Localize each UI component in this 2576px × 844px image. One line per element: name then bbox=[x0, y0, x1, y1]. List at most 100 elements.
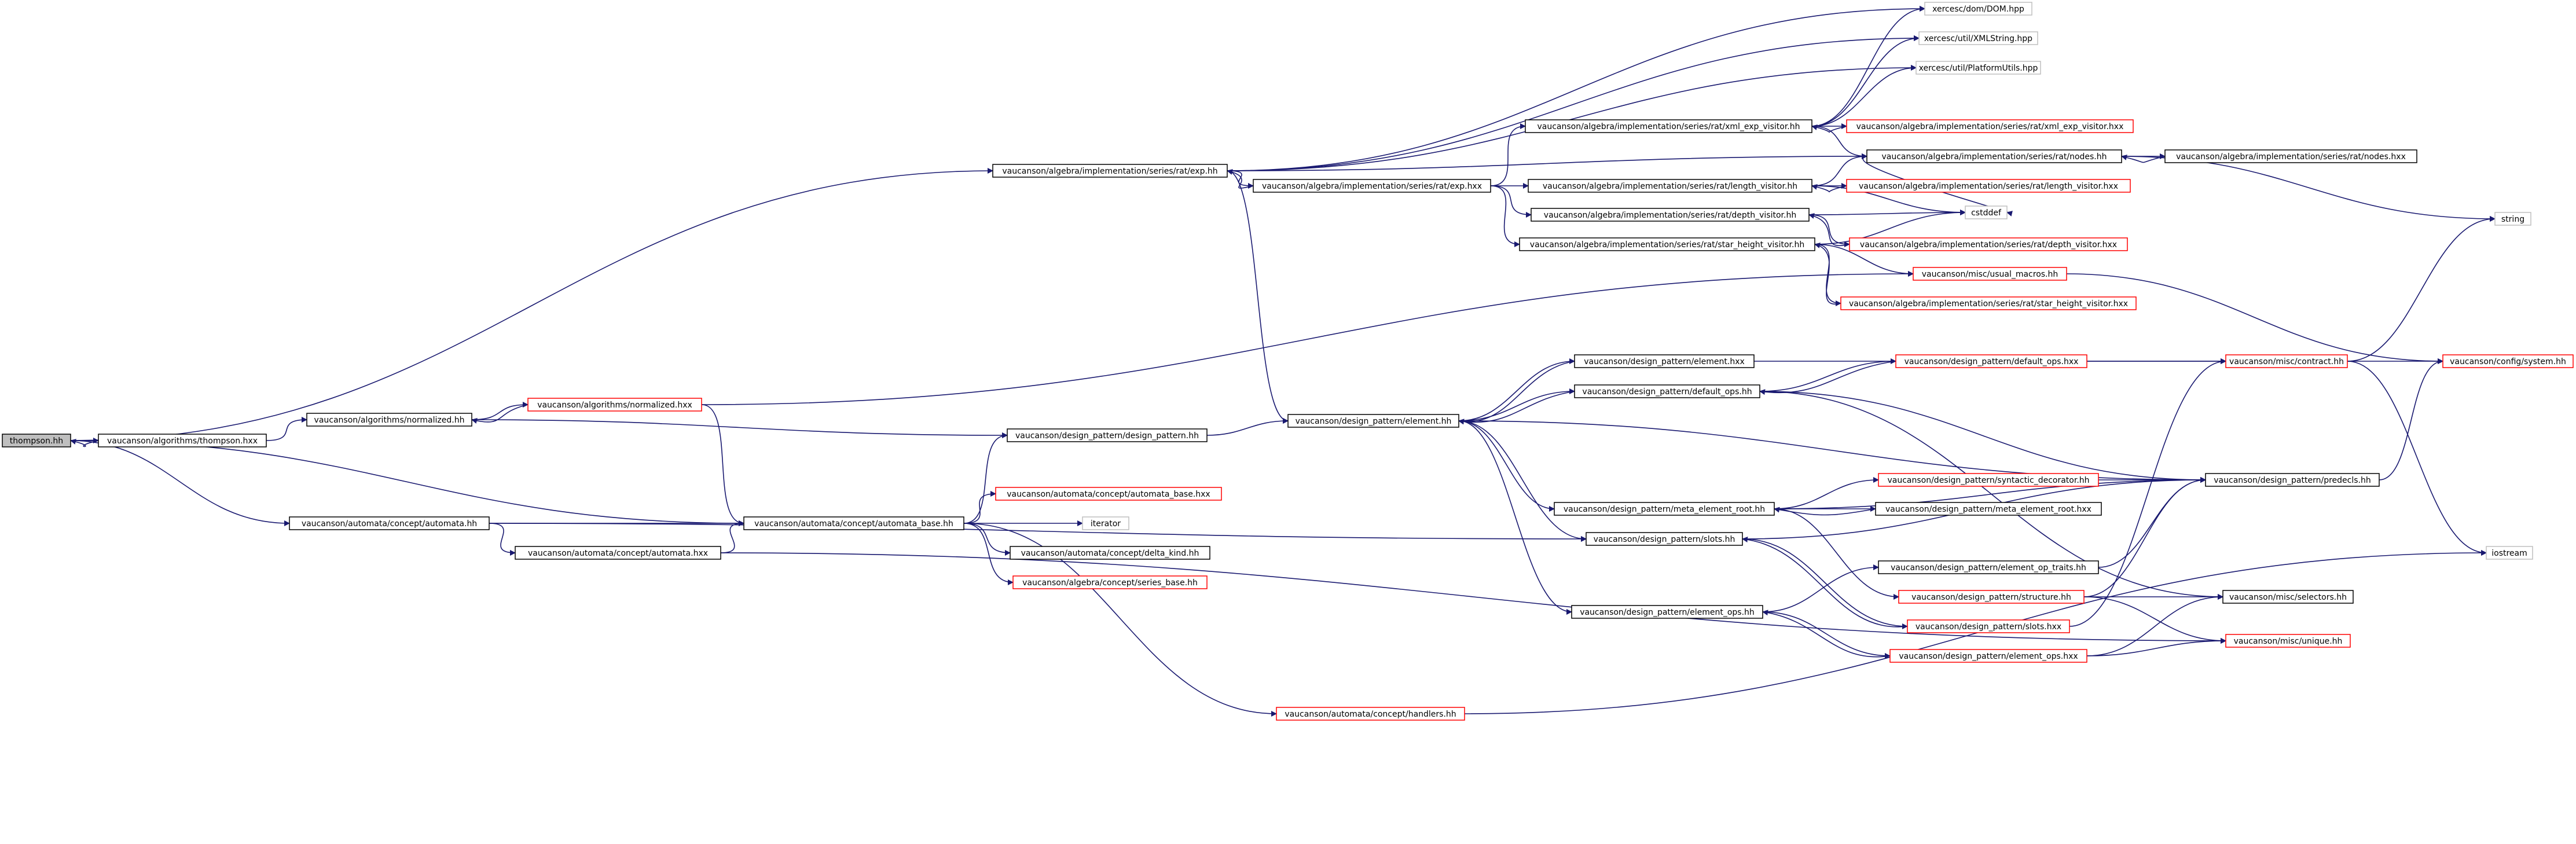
edge-design_pattern_hh-to-element_hh bbox=[1206, 418, 1289, 436]
node-meta-root-hxx[interactable]: vaucanson/design_pattern/meta_element_ro… bbox=[1875, 502, 2102, 516]
node-box bbox=[1875, 502, 2102, 516]
edge-thompson_hh-to-automata_base_hh bbox=[70, 440, 744, 526]
node-element-ops-hh[interactable]: vaucanson/design_pattern/element_ops.hh bbox=[1571, 605, 1763, 619]
node-xml-visitor-hh[interactable]: vaucanson/algebra/implementation/series/… bbox=[1525, 119, 1812, 133]
node-label: xercesc/util/XMLString.hpp bbox=[1924, 34, 2032, 43]
node-depth-visitor-hxx[interactable]: vaucanson/algebra/implementation/series/… bbox=[1849, 237, 2128, 251]
node-box bbox=[1519, 237, 1815, 251]
node-automata-base-hxx[interactable]: vaucanson/automata/concept/automata_base… bbox=[995, 487, 1222, 501]
node-label: vaucanson/design_pattern/default_ops.hxx bbox=[1905, 357, 2079, 366]
edge-star_height_hh-to-usual_macros bbox=[1814, 244, 1914, 277]
node-box bbox=[306, 413, 472, 427]
node-series-base[interactable]: vaucanson/algebra/concept/series_base.hh bbox=[1012, 575, 1208, 589]
node-exp-hxx[interactable]: vaucanson/algebra/implementation/series/… bbox=[1253, 179, 1491, 193]
node-contract[interactable]: vaucanson/misc/contract.hh bbox=[2225, 354, 2348, 368]
edge-element_ops_hxx-to-selectors bbox=[2086, 594, 2223, 656]
node-label: vaucanson/design_pattern/element_op_trai… bbox=[1891, 563, 2086, 573]
node-box bbox=[1878, 560, 2099, 574]
edge-depth_visitor_hxx-to-depth_visitor_hh bbox=[1808, 213, 1850, 247]
edges-layer bbox=[70, 6, 2496, 717]
node-automata-base-hh[interactable]: vaucanson/automata/concept/automata_base… bbox=[743, 516, 964, 530]
edge-element_hh-to-element_ops_hh bbox=[1458, 420, 1572, 615]
node-box bbox=[2442, 354, 2574, 368]
edge-xml_visitor_hh-to-nodes_hh bbox=[1811, 126, 1867, 159]
node-box bbox=[1007, 428, 1208, 442]
node-unique[interactable]: vaucanson/misc/unique.hh bbox=[2225, 634, 2351, 648]
node-label: iterator bbox=[1091, 519, 1121, 529]
node-thompson-hxx[interactable]: vaucanson/algorithms/thompson.hxx bbox=[98, 434, 267, 447]
edge-exp_hh-to-nodes_hh bbox=[1227, 153, 1867, 171]
node-element-hh[interactable]: vaucanson/design_pattern/element.hh bbox=[1287, 414, 1459, 428]
node-label: xercesc/util/PlatformUtils.hpp bbox=[1919, 64, 2038, 73]
node-handlers[interactable]: vaucanson/automata/concept/handlers.hh bbox=[1276, 707, 1465, 721]
edge-xml_visitor_hh-to-xerces_platform bbox=[1811, 65, 1917, 127]
node-xerces-platform: xercesc/util/PlatformUtils.hpp bbox=[1916, 61, 2041, 75]
node-star-height-hh[interactable]: vaucanson/algebra/implementation/series/… bbox=[1519, 237, 1815, 251]
node-label: vaucanson/automata/concept/delta_kind.hh bbox=[1021, 549, 1199, 558]
node-label: vaucanson/misc/selectors.hh bbox=[2229, 593, 2347, 602]
node-structure-hh[interactable]: vaucanson/design_pattern/structure.hh bbox=[1898, 590, 2085, 604]
edge-contract-to-string bbox=[2347, 216, 2496, 362]
node-design-pattern-hh[interactable]: vaucanson/design_pattern/design_pattern.… bbox=[1007, 428, 1208, 442]
node-exp-hh[interactable]: vaucanson/algebra/implementation/series/… bbox=[992, 164, 1228, 178]
node-box bbox=[1889, 649, 2087, 663]
node-label: vaucanson/algebra/implementation/series/… bbox=[2176, 152, 2406, 162]
node-selectors[interactable]: vaucanson/misc/selectors.hh bbox=[2222, 590, 2354, 604]
node-xerces-xmlstring: xercesc/util/XMLString.hpp bbox=[1918, 31, 2038, 45]
node-default-ops-hxx[interactable]: vaucanson/design_pattern/default_ops.hxx bbox=[1895, 354, 2087, 368]
node-meta-root-hh[interactable]: vaucanson/design_pattern/meta_element_ro… bbox=[1554, 502, 1775, 516]
node-usual-macros[interactable]: vaucanson/misc/usual_macros.hh bbox=[1913, 267, 2067, 281]
edge-exp_hxx-to-star_height_hh bbox=[1490, 185, 1520, 247]
node-element-op-traits[interactable]: vaucanson/design_pattern/element_op_trai… bbox=[1878, 560, 2099, 574]
node-box bbox=[995, 487, 1222, 501]
edge-element_ops_hh-to-element_ops_hxx bbox=[1762, 611, 1891, 659]
node-cstddef: cstddef bbox=[1965, 206, 2008, 219]
edge-length_visitor_hh-to-nodes_hh bbox=[1811, 153, 1867, 186]
node-element-ops-hxx[interactable]: vaucanson/design_pattern/element_ops.hxx bbox=[1889, 649, 2087, 663]
node-nodes-hxx[interactable]: vaucanson/algebra/implementation/series/… bbox=[2164, 149, 2417, 163]
node-box bbox=[1528, 179, 1812, 193]
edge-meta_root_hh-to-predecls bbox=[1774, 477, 2206, 509]
node-element-hxx[interactable]: vaucanson/design_pattern/element.hxx bbox=[1574, 354, 1755, 368]
node-nodes-hh[interactable]: vaucanson/algebra/implementation/series/… bbox=[1866, 149, 2122, 163]
node-config-system[interactable]: vaucanson/config/system.hh bbox=[2442, 354, 2574, 368]
edge-meta_root_hh-to-structure_hh bbox=[1774, 508, 1899, 600]
edge-handlers-to-iostream bbox=[1464, 550, 2487, 714]
node-label: vaucanson/design_pattern/meta_element_ro… bbox=[1564, 505, 1765, 514]
node-syntactic-decorator[interactable]: vaucanson/design_pattern/syntactic_decor… bbox=[1878, 473, 2099, 487]
edge-alg_normalized_hxx-to-alg_normalized_hh bbox=[471, 404, 529, 424]
node-automata-hh[interactable]: vaucanson/automata/concept/automata.hh bbox=[289, 516, 490, 530]
node-slots-hxx[interactable]: vaucanson/design_pattern/slots.hxx bbox=[1907, 619, 2070, 633]
node-box bbox=[1525, 119, 1812, 133]
node-label: vaucanson/automata/concept/automata.hxx bbox=[528, 549, 708, 558]
node-slots-hh[interactable]: vaucanson/design_pattern/slots.hh bbox=[1586, 532, 1743, 546]
node-label: iostream bbox=[2491, 549, 2527, 558]
node-delta-kind[interactable]: vaucanson/automata/concept/delta_kind.hh bbox=[1010, 546, 1210, 560]
edge-meta_root_hxx-to-meta_root_hh bbox=[1774, 507, 1876, 516]
node-length-visitor-hxx[interactable]: vaucanson/algebra/implementation/series/… bbox=[1846, 179, 2131, 193]
node-alg-normalized-hxx[interactable]: vaucanson/algorithms/normalized.hxx bbox=[527, 398, 702, 412]
node-automata-hxx[interactable]: vaucanson/automata/concept/automata.hxx bbox=[515, 546, 721, 560]
node-label: vaucanson/design_pattern/element.hxx bbox=[1584, 357, 1745, 366]
node-alg-normalized-hh[interactable]: vaucanson/algorithms/normalized.hh bbox=[306, 413, 472, 427]
node-thompson-hh[interactable]: thompson.hh bbox=[2, 434, 71, 447]
node-label: vaucanson/design_pattern/default_ops.hh bbox=[1582, 387, 1752, 397]
node-predecls[interactable]: vaucanson/design_pattern/predecls.hh bbox=[2205, 473, 2380, 487]
node-length-visitor-hh[interactable]: vaucanson/algebra/implementation/series/… bbox=[1528, 179, 1812, 193]
node-star-height-hxx[interactable]: vaucanson/algebra/implementation/series/… bbox=[1840, 296, 2137, 310]
node-default-ops-hh[interactable]: vaucanson/design_pattern/default_ops.hh bbox=[1574, 384, 1760, 398]
edge-element_ops_hxx-to-element_ops_hh bbox=[1762, 610, 1891, 658]
node-xml-visitor-hxx[interactable]: vaucanson/algebra/implementation/series/… bbox=[1846, 119, 2134, 133]
node-depth-visitor-hh[interactable]: vaucanson/algebra/implementation/series/… bbox=[1531, 208, 1810, 222]
node-label: cstddef bbox=[1971, 208, 2002, 218]
edge-automata_base_hh-to-handlers bbox=[963, 523, 1277, 717]
node-box bbox=[2494, 212, 2531, 226]
node-xerces-dom: xercesc/dom/DOM.hpp bbox=[1924, 2, 2032, 16]
node-label: vaucanson/algebra/implementation/series/… bbox=[1860, 240, 2117, 249]
edge-usual_macros-to-config_system bbox=[2066, 273, 2443, 364]
node-label: vaucanson/algebra/concept/series_base.hh bbox=[1022, 578, 1198, 588]
node-label: vaucanson/automata/concept/automata_base… bbox=[754, 519, 953, 529]
edge-xml_visitor_hh-to-xerces_dom bbox=[1811, 6, 1925, 127]
node-box bbox=[1898, 590, 2085, 604]
edge-thompson_hxx-to-alg_normalized_hh bbox=[266, 417, 307, 441]
